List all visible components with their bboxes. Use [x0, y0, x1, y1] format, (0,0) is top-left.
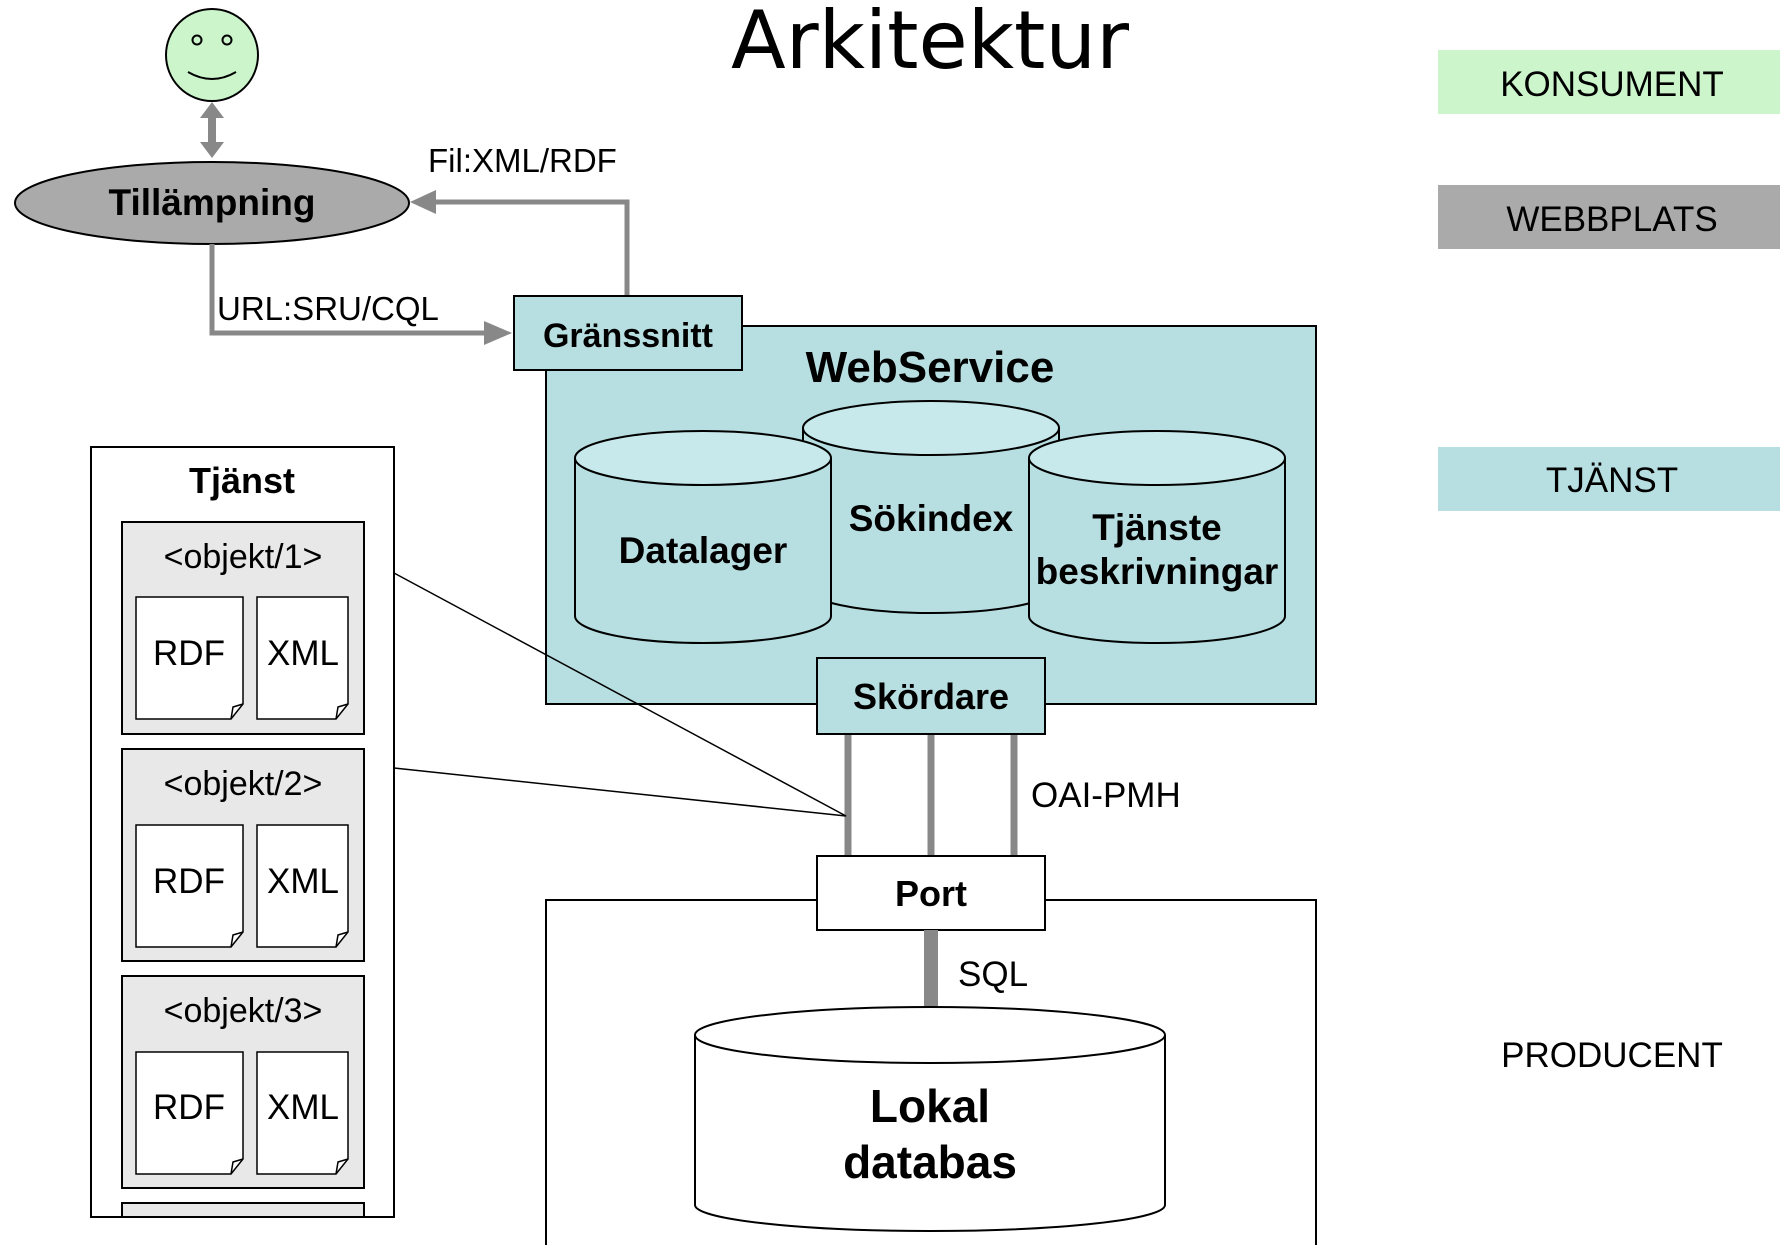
rdf-document-icon: [135, 1051, 244, 1175]
layer-producent-label: PRODUCENT: [1501, 1036, 1723, 1075]
application-label: Tillämpning: [109, 182, 316, 223]
object-label: <objekt/2>: [164, 765, 323, 803]
rdf-label: RDF: [153, 1088, 225, 1127]
response-format-label: Fil:XML/RDF: [428, 142, 617, 179]
layer-webbplats-label: WEBBPLATS: [1506, 200, 1717, 239]
interface-label: Gränssnitt: [543, 317, 713, 355]
rdf-label: RDF: [153, 862, 225, 901]
tjanstebeskrivningar-label-line1: Tjänste: [1092, 507, 1222, 548]
port-label: Port: [895, 873, 967, 914]
rdf-document-icon: [135, 824, 244, 948]
local-database-label-line1: Lokal: [870, 1080, 990, 1132]
layer-konsument-band: [1438, 50, 1780, 114]
object-label: <objekt/1>: [164, 538, 323, 576]
port-box: [816, 855, 1046, 931]
xml-label: XML: [267, 634, 339, 673]
webservice-title: WebService: [806, 343, 1055, 392]
harvester-label: Skördare: [853, 676, 1009, 717]
tjanstebeskrivningar-cylinder: [1028, 430, 1286, 644]
zoom-callout-lines: [393, 572, 847, 817]
object-label: <objekt/3>: [164, 992, 323, 1030]
layer-tjanst-band: [1438, 447, 1780, 511]
xml-document-icon: [256, 596, 349, 720]
object-group-2: <objekt/2> RDF XML: [121, 748, 365, 962]
sql-protocol-label: SQL: [958, 955, 1028, 994]
rdf-document-icon: [135, 596, 244, 720]
xml-label: XML: [267, 1088, 339, 1127]
tjanstebeskrivningar-label-line2: beskrivningar: [1036, 551, 1279, 592]
service-panel-title: Tjänst: [189, 460, 295, 501]
object-group-1: <objekt/1> RDF XML: [121, 521, 365, 735]
user-app-double-arrow: [200, 102, 224, 158]
response-arrowhead: [410, 190, 436, 214]
harvester-box: [816, 657, 1046, 735]
response-arrow: [430, 199, 630, 298]
page-title: Arkitektur: [731, 0, 1129, 87]
request-format-label: URL:SRU/CQL: [217, 290, 439, 327]
layer-tjanst-label: TJÄNST: [1546, 461, 1678, 500]
sokindex-cylinder: [802, 400, 1060, 614]
local-database-label-line2: databas: [843, 1136, 1017, 1188]
harvest-protocol-label: OAI-PMH: [1031, 776, 1181, 815]
local-database-cylinder: [694, 1006, 1166, 1232]
datalager-label: Datalager: [619, 530, 788, 571]
rdf-label: RDF: [153, 634, 225, 673]
xml-label: XML: [267, 862, 339, 901]
request-arrowhead: [484, 321, 512, 345]
layer-konsument-label: KONSUMENT: [1500, 65, 1724, 104]
object-group-3: <objekt/3> RDF XML: [121, 975, 365, 1189]
datalager-cylinder: [574, 430, 832, 644]
sokindex-label: Sökindex: [849, 498, 1014, 539]
harvest-connection-lines: [844, 734, 1018, 856]
xml-document-icon: [256, 824, 349, 948]
object-group-partial: [121, 1202, 365, 1218]
layer-webbplats-band: [1438, 185, 1780, 249]
xml-document-icon: [256, 1051, 349, 1175]
request-arrow: [209, 244, 490, 336]
interface-box: [513, 295, 743, 371]
user-smiley-icon: [165, 8, 259, 102]
